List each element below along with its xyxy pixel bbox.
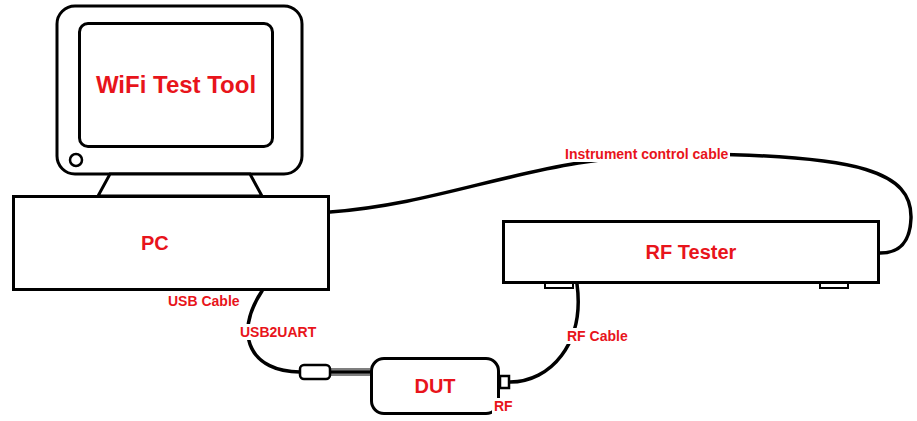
cable-label: USB Cable — [166, 293, 242, 309]
rf-tester-box: RF Tester — [502, 220, 880, 284]
pc-box: PC — [12, 195, 330, 291]
monitor-stand — [98, 174, 262, 196]
usb2uart-dongle — [300, 365, 330, 379]
dut-rf-connector — [500, 376, 509, 388]
node-label: PC — [141, 232, 169, 255]
monitor-button — [70, 154, 82, 166]
part-label: USB2UART — [238, 324, 318, 340]
node-label: DUT — [414, 375, 455, 398]
part-label: RF — [492, 398, 515, 414]
monitor-bezel — [57, 6, 302, 174]
dut-box: DUT — [370, 357, 500, 415]
cable-label: RF Cable — [565, 328, 630, 344]
uart-wire — [330, 368, 370, 369]
monitor-screen: WiFi Test Tool — [78, 22, 274, 148]
uart-wire — [330, 371, 370, 372]
node-label: WiFi Test Tool — [96, 71, 256, 99]
cable-label: Instrument control cable — [563, 146, 730, 162]
node-label: RF Tester — [646, 241, 737, 264]
uart-wire — [330, 374, 370, 375]
